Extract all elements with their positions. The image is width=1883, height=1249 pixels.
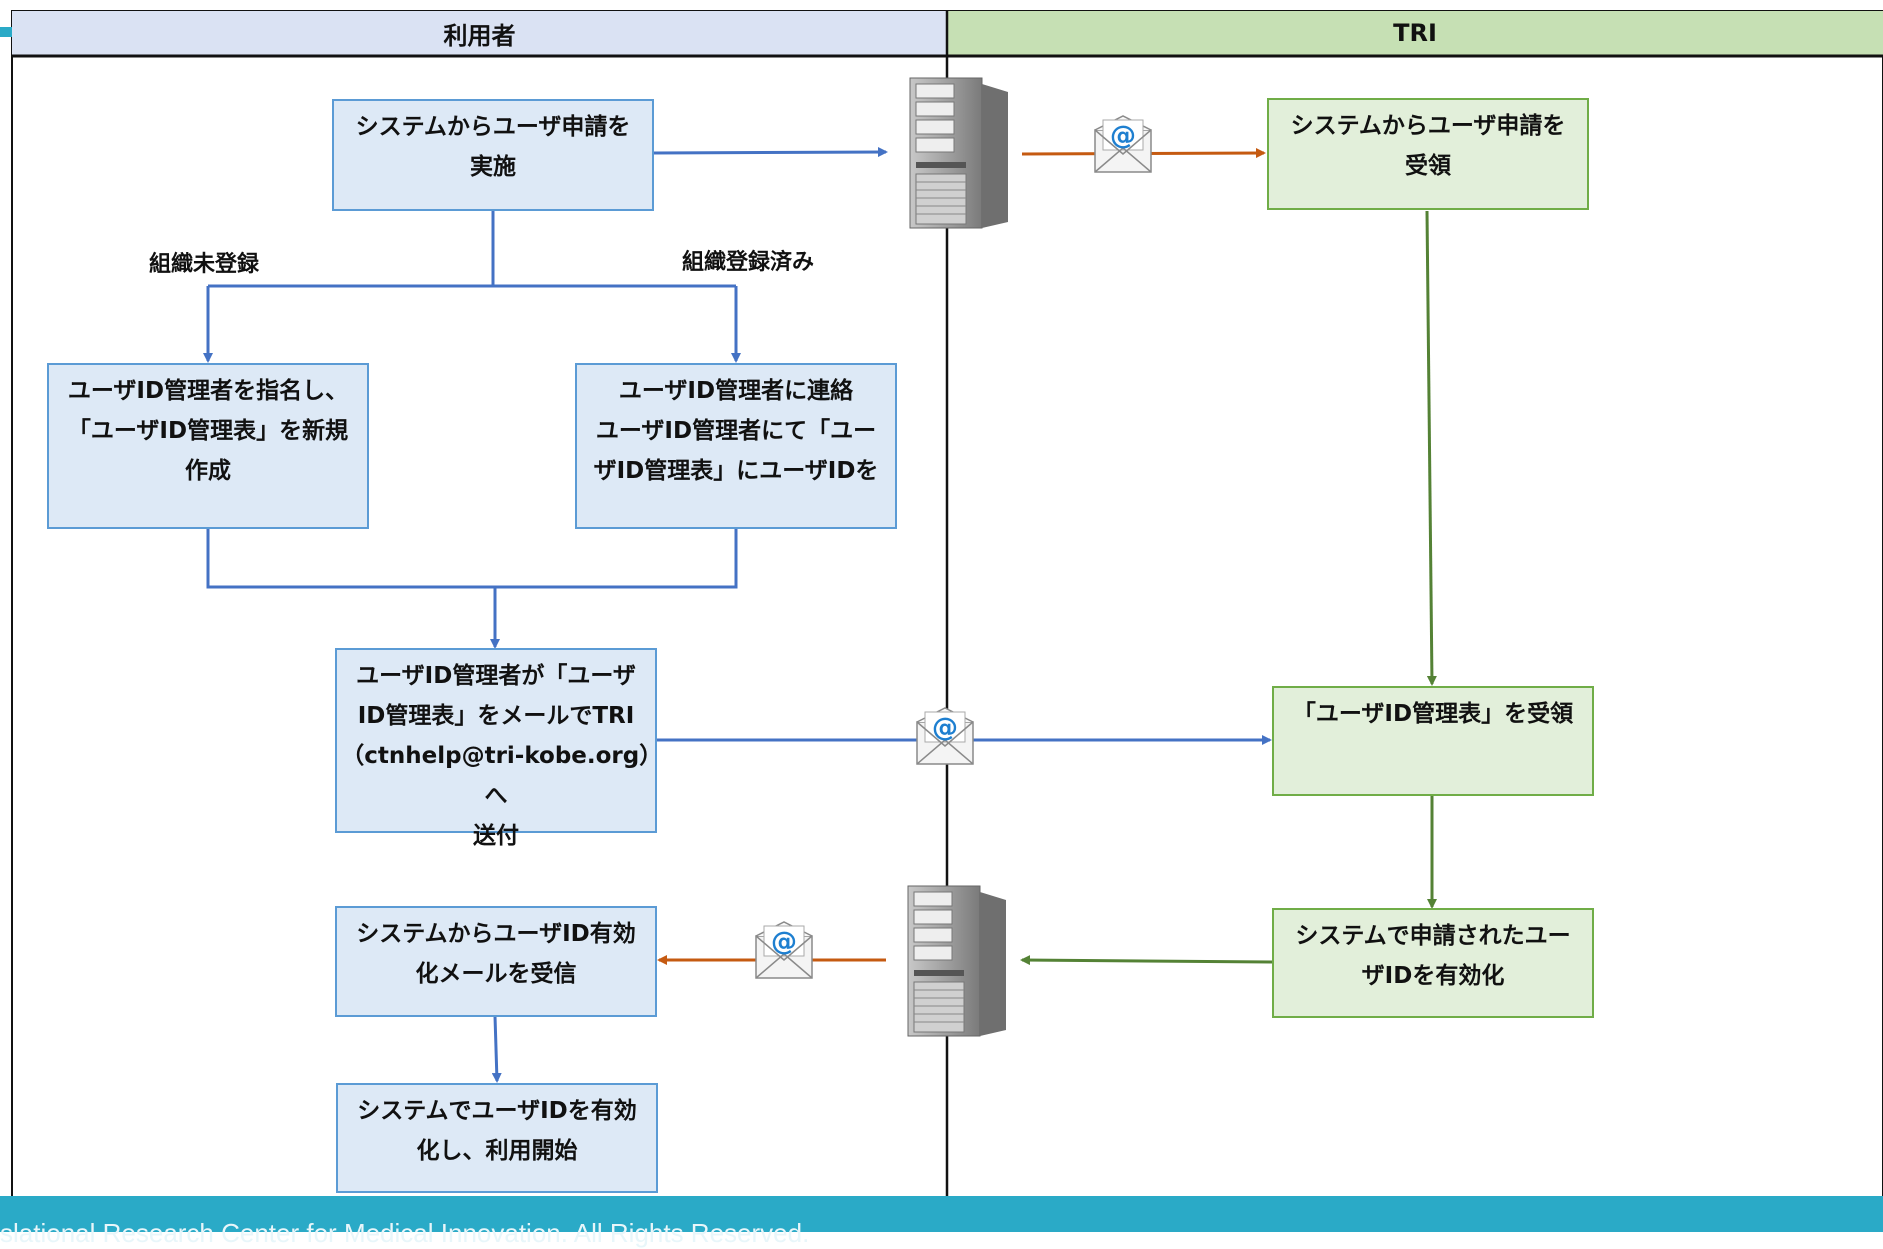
accent-mark [0, 27, 12, 37]
tri-lane-header: TRI [1393, 19, 1437, 47]
footer-band [0, 1196, 1883, 1232]
create-table-box: ユーザID管理者を指名し、 「ユーザID管理表」を新規 作成 [47, 363, 369, 529]
contact-admin-box: ユーザID管理者に連絡 ユーザID管理者にて「ユー ザID管理表」にユーザIDを [575, 363, 897, 529]
receive-apply-box: システムからユーザ申請を 受領 [1267, 98, 1589, 210]
label-unregistered: 組織未登録 [149, 252, 260, 277]
user-lane-header: 利用者 [443, 21, 516, 50]
arrow-enable-to-server [1020, 955, 1273, 966]
merge-line [206, 529, 738, 589]
apply-box: システムからユーザ申請を 実施 [332, 99, 654, 211]
arrow-apply-to-server [653, 147, 888, 158]
server-icon [909, 77, 1009, 229]
send-table-box: ユーザID管理者が「ユーザ ID管理表」をメールでTRI （ctnhelp@tr… [335, 648, 657, 849]
start-use-box: システムでユーザIDを有効 化し、利用開始 [336, 1083, 658, 1193]
footer-copyright: slational Research Center for Medical In… [0, 1218, 810, 1248]
receive-table-box: 「ユーザID管理表」を受領 [1272, 686, 1594, 796]
label-registered: 組織登録済み [682, 250, 815, 275]
arrow-to-start-use [491, 1015, 502, 1083]
receive-mail-box: システムからユーザID有効 化メールを受信 [335, 906, 657, 1017]
enable-id-box: システムで申請されたユー ザIDを有効化 [1272, 908, 1594, 1018]
mail-icon [755, 921, 813, 979]
tri-lane-header-bg [947, 11, 1883, 55]
server-icon [907, 885, 1007, 1037]
arrow-to-receive-table [1425, 210, 1437, 686]
mail-icon [916, 707, 974, 765]
user-lane-header-bg [12, 11, 947, 55]
mail-icon [1094, 115, 1152, 173]
